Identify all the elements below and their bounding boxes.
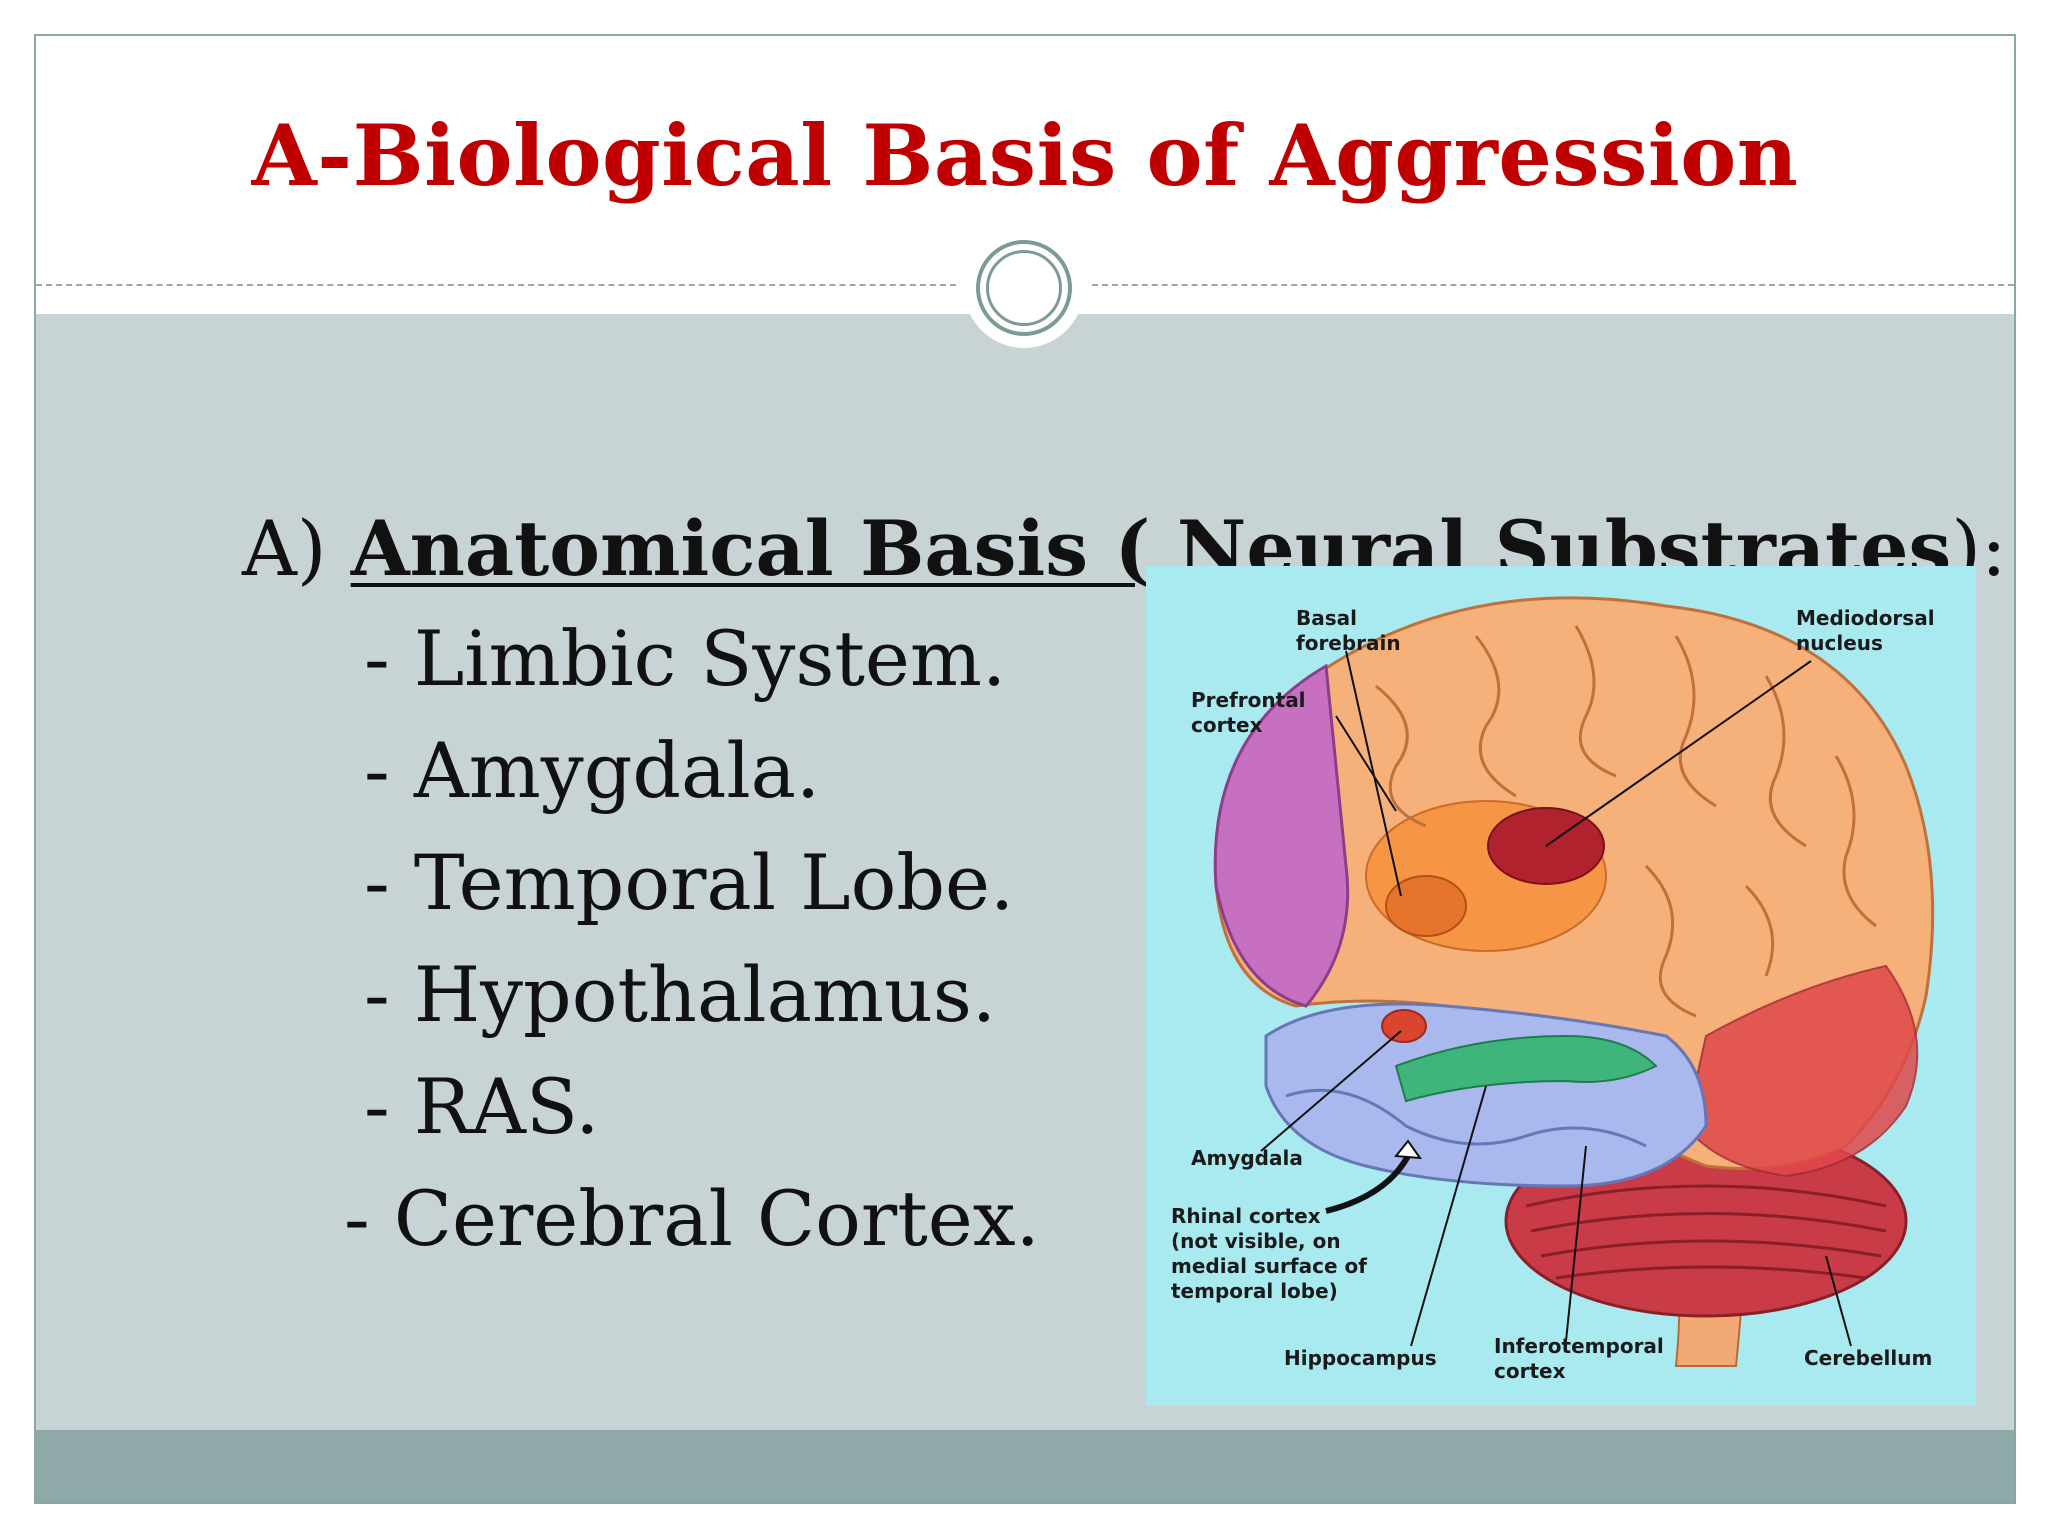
pointer-inferotemporal bbox=[1565, 1145, 1587, 1342]
label-cerebellum: Cerebellum bbox=[1804, 1346, 1933, 1370]
divider-right bbox=[1092, 284, 2014, 286]
pointer-hippocampus bbox=[1410, 1085, 1487, 1347]
label-hippocampus: Hippocampus bbox=[1284, 1346, 1437, 1370]
list-item: - RAS. bbox=[364, 1062, 600, 1151]
label-mediodorsal-nucleus: Mediodorsal nucleus bbox=[1796, 606, 1935, 655]
occipital-region bbox=[1684, 964, 1919, 1178]
slide: A-Biological Basis of Aggression A) Anat… bbox=[34, 34, 2016, 1504]
label-amygdala: Amygdala bbox=[1191, 1146, 1303, 1170]
brain-illustration bbox=[1213, 596, 1935, 1367]
pointer-mediodorsal bbox=[1545, 660, 1812, 847]
prefrontal-region bbox=[1213, 663, 1350, 1008]
pointer-amygdala bbox=[1260, 1030, 1402, 1152]
list-item: - Amygdala. bbox=[364, 726, 821, 815]
slide-title: A-Biological Basis of Aggression bbox=[251, 106, 1799, 205]
list-item: - Hypothalamus. bbox=[364, 950, 997, 1039]
label-rhinal-cortex: Rhinal cortex (not visible, on medial su… bbox=[1171, 1204, 1367, 1303]
pointer-basal-forebrain bbox=[1345, 650, 1402, 897]
divider-left bbox=[36, 284, 956, 286]
section-prefix: A) bbox=[242, 504, 351, 593]
list-item: - Temporal Lobe. bbox=[364, 838, 1015, 927]
temporal-region bbox=[1264, 1002, 1708, 1188]
label-inferotemporal-cortex: Inferotemporal cortex bbox=[1494, 1334, 1664, 1383]
footer-band bbox=[36, 1430, 2014, 1502]
list-item: - Limbic System. bbox=[364, 614, 1007, 703]
brain-diagram: Basal forebrain Mediodorsal nucleus Pref… bbox=[1146, 566, 1976, 1406]
pointer-prefrontal bbox=[1335, 715, 1397, 812]
label-basal-forebrain: Basal forebrain bbox=[1296, 606, 1401, 655]
list-item: - Cerebral Cortex. bbox=[344, 1174, 1040, 1263]
pointer-rhinal bbox=[1325, 1154, 1411, 1214]
pointer-cerebellum bbox=[1825, 1255, 1852, 1347]
divider-ring-inner bbox=[986, 250, 1062, 326]
label-prefrontal-cortex: Prefrontal cortex bbox=[1191, 688, 1306, 737]
hippocampus-shape bbox=[1394, 1034, 1658, 1103]
amygdala-shape bbox=[1381, 1009, 1427, 1043]
